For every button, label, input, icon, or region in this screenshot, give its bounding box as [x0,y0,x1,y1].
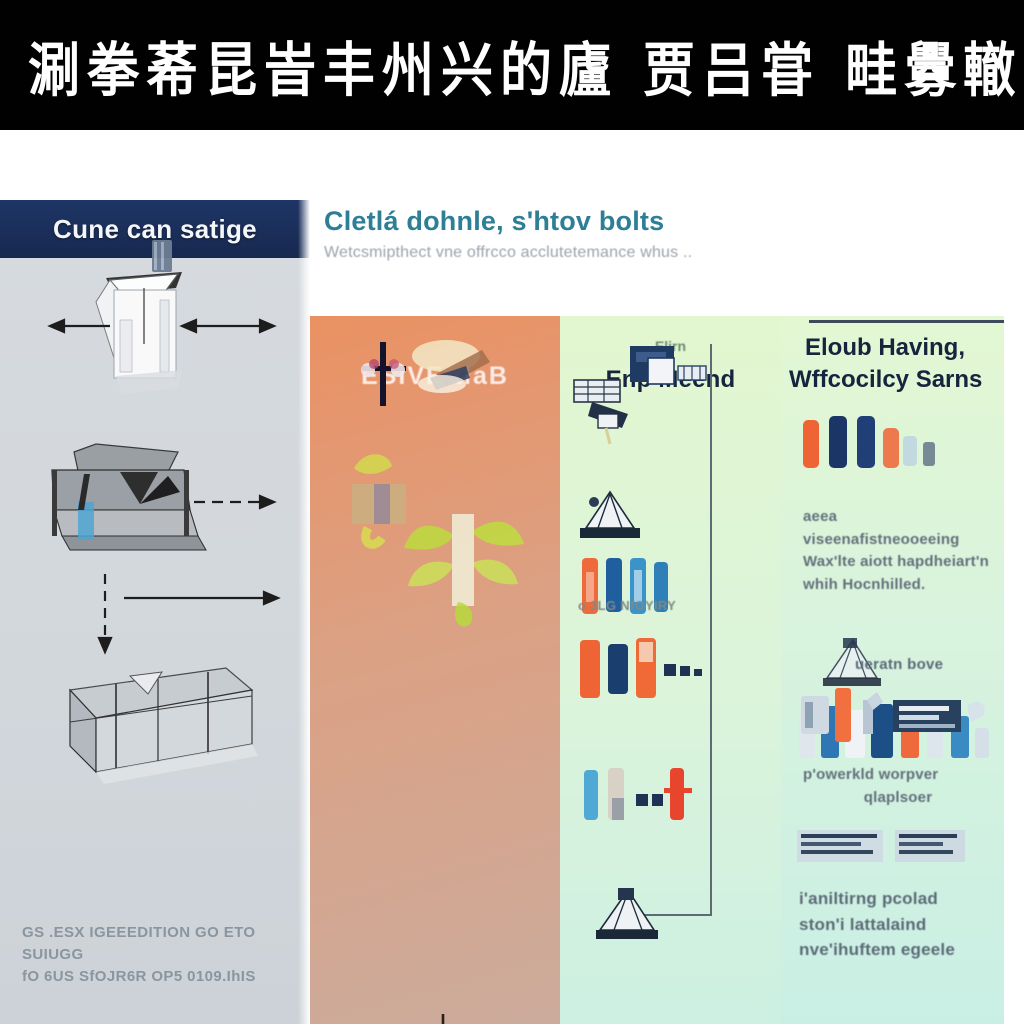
frame-module-diagram [68,574,281,784]
rig-icon [596,888,658,939]
left-panel: Cune can satige [0,200,310,1024]
columns-band: ESIVE tlaB [310,316,1004,1024]
left-caption-line-1: GS .ESX IGEEEDITION GO ETO SUIUGG [22,924,256,963]
teal-p2-line-1: p'owerkld worpver [803,766,939,783]
team-figures-icon [584,768,692,820]
left-panel-caption: GS .ESX IGEEEDITION GO ETO SUIUGG fO 6US… [22,922,294,987]
teal-p3-line-3: nve'ihuftem egeele [799,940,955,959]
column-teal-title-line-2: Wffcocilcy Sarns [789,366,983,393]
main-header: Cletlá dohnle, s'htov bolts Wetcsmipthec… [324,206,984,262]
column-green: Eljrn Enp Meend [560,316,781,1024]
conveyor-assembly-diagram [51,443,277,551]
people-row-icon [803,416,935,468]
column-green-caption: o 3LG NfOYIRY [578,598,677,613]
page-body: Cune can satige [0,200,1024,1024]
main-subtitle: Wetcsmipthect vne offrcco acclutetemance… [324,244,693,261]
panel-bars-icon [797,830,965,862]
main-title: Cletlá dohnle, s'htov bolts [324,206,665,236]
teal-p3-line-2: ston'i lattalaind [799,914,927,934]
connector-line [710,344,712,916]
worker-group-icon [582,558,668,614]
excavator-icon [580,490,640,538]
column-teal-paragraph-1: aeea viseenafistneooeeing Wax'lte aiott … [803,506,993,596]
column-teal-title-line-1: Eloub Having, [805,334,966,361]
left-panel-title: Cune can satige [53,213,257,244]
down-arrow-icon [441,1014,445,1024]
column-teal-paragraph-2: p'owerkld worpver qlaplsoer [803,764,993,809]
white-gutter [0,130,1024,200]
column-teal: Eloub Having, Wffcocilcy Sarns aeea vise… [781,316,1004,1024]
teal-p2-line-2: qlaplsoer [863,788,933,806]
left-panel-edge-fade [298,200,310,1024]
teal-p3-line-1: i'aniltirng pcolad [799,889,938,908]
leaf-cluster-icon [412,340,490,393]
machinery-icon [573,379,628,445]
teal-p1-line-2: Wax'lte aiott hapdheiart'n [803,553,989,570]
rig-small-icon [823,638,881,686]
plant-frond-icon [404,514,524,627]
main-content: Cletlá dohnle, s'htov bolts Wetcsmipthec… [310,200,1024,1024]
teal-p1-line-3: whih Hocnhilled. [803,575,926,593]
crew-group-icon [580,638,702,698]
flower-sprig-icon [361,342,406,406]
column-teal-paragraph-3: i'aniltirng pcolad ston'i lattalaind nve… [799,886,999,963]
screen-monitor-icon [630,346,707,385]
column-orange: ESIVE tlaB [310,316,560,1024]
seedling-icon [352,454,406,549]
column-teal-caption-1: ueratn bove [855,656,944,673]
column-teal-rule [809,320,1004,323]
tools-row-icon [801,688,985,742]
connector-line-foot [630,914,712,916]
left-caption-line-2: fO 6US SfOJR6R OP5 0109.IhIS [22,967,256,985]
hopper-unit-diagram [47,240,277,394]
banner-title: 涮拳莃昆峕丰州兴的廬 贾吕甞 畦釁轍 [28,37,1023,105]
top-banner: 涮拳莃昆峕丰州兴的廬 贾吕甞 畦釁轍 [0,0,1024,130]
teal-p1-line-1: aeea viseenafistneooeeing [803,508,960,548]
